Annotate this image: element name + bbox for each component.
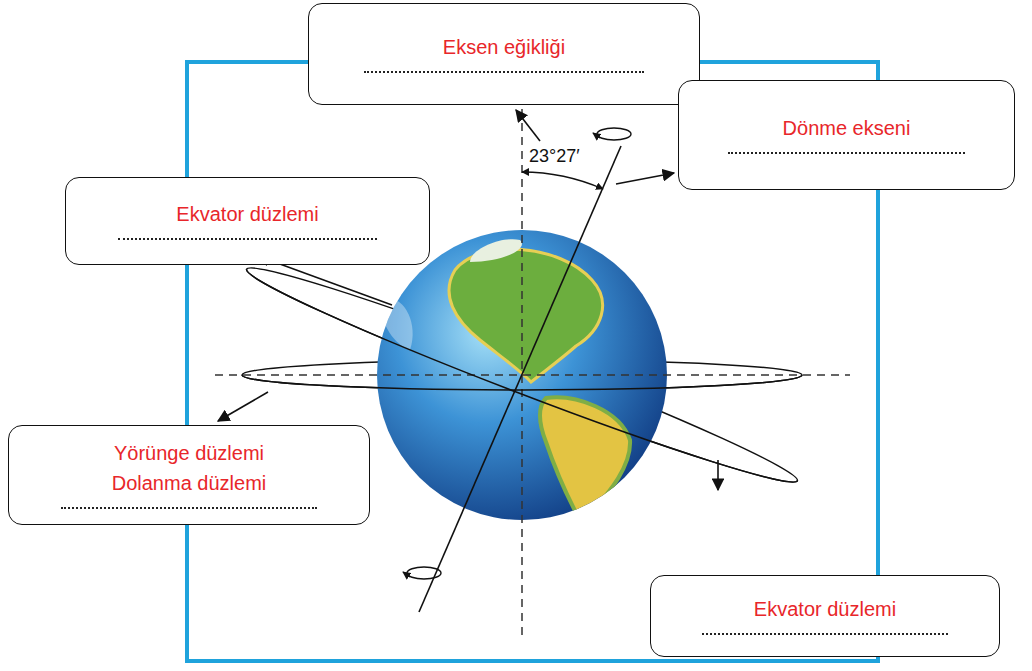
- answer-text: Yörünge düzlemi: [114, 441, 264, 465]
- rotation-axis: [419, 146, 621, 612]
- answer-box: Eksen eğikliği: [308, 3, 700, 105]
- leader-arrow: [717, 460, 719, 490]
- angle-arc: [522, 172, 603, 189]
- spin-arrow-head: [403, 572, 410, 577]
- spin-arrow-head: [593, 133, 600, 138]
- answer-text: Ekvator düzlemi: [176, 202, 318, 226]
- horizontal-reference: [215, 374, 850, 376]
- answer-text: Dönme ekseni: [783, 116, 911, 140]
- leader-arrow: [218, 392, 268, 421]
- answer-text: Dolanma düzlemi: [112, 471, 267, 495]
- spin-arrow: [407, 567, 441, 579]
- vertical-reference: [521, 95, 523, 640]
- answer-box: Ekvator düzlemi: [65, 177, 430, 265]
- answer-dotted-line: [702, 633, 948, 635]
- angle-label: 23°27′: [529, 147, 580, 167]
- spin-arrow: [597, 128, 631, 140]
- answer-dotted-line: [61, 507, 317, 509]
- answer-box: Yörünge düzlemiDolanma düzlemi: [8, 425, 370, 525]
- answer-box: Ekvator düzlemi: [650, 575, 1000, 657]
- answer-dotted-line: [728, 152, 964, 154]
- answer-text: Eksen eğikliği: [443, 35, 565, 59]
- leader-arrow: [616, 173, 674, 184]
- answer-dotted-line: [118, 238, 376, 240]
- answer-dotted-line: [364, 71, 643, 73]
- answer-text: Ekvator düzlemi: [754, 597, 896, 621]
- answer-box: Dönme ekseni: [678, 80, 1015, 190]
- orbit-plane-front: [242, 375, 802, 390]
- leader-arrow: [516, 110, 540, 141]
